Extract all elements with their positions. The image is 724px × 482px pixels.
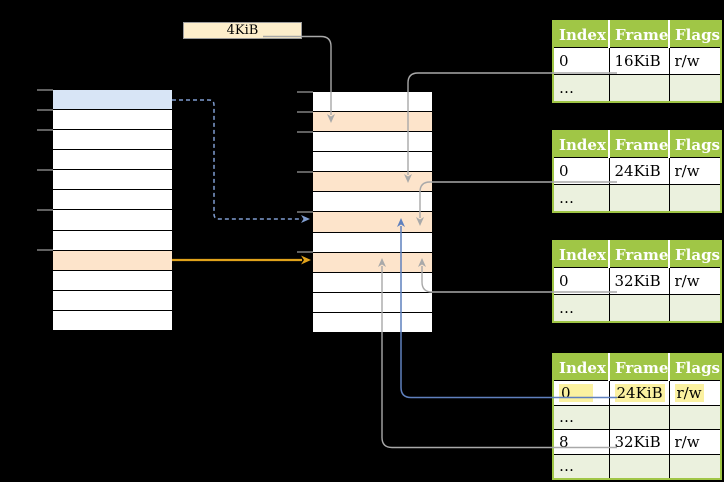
table-cell <box>608 404 670 430</box>
table-cell: r/w <box>668 429 722 455</box>
table-cell <box>668 404 722 430</box>
memory-cell-peach <box>313 252 432 273</box>
table-cell <box>668 294 722 323</box>
memory-cell <box>53 270 172 291</box>
arrow-virtual-page-to-entry-dashed <box>172 99 310 223</box>
memory-cell-peach <box>53 250 172 271</box>
table-header-flags: Flags <box>669 241 721 268</box>
table-cell: r/w <box>668 157 722 185</box>
table-cell: 0 <box>552 157 610 185</box>
table-header-index: Index <box>553 354 610 381</box>
table-header-index: Index <box>553 21 610 48</box>
table-row: … <box>552 184 722 213</box>
memory-cell <box>53 290 172 311</box>
table-cell: 8 <box>552 429 610 455</box>
highlighted-value: 24KiB <box>614 383 665 402</box>
table-cell: 0 <box>552 267 610 295</box>
table-row: … <box>552 74 722 103</box>
table-header-flags: Flags <box>669 131 721 158</box>
table-cell: r/w <box>668 267 722 295</box>
table-header-index: Index <box>553 241 610 268</box>
memory-cell <box>313 232 432 253</box>
table-header-frame: Frame <box>609 21 670 48</box>
memory-cell <box>53 130 172 151</box>
table-cell: 32KiB <box>608 429 670 455</box>
table-header-frame: Frame <box>609 241 670 268</box>
table-cell: … <box>552 404 610 430</box>
table-cell: r/w <box>668 47 722 75</box>
memory-cell-peach <box>313 172 432 193</box>
table-cell: … <box>552 294 610 323</box>
memory-cell <box>313 272 432 293</box>
table-cell: 0 <box>552 380 610 406</box>
highlighted-value: r/w <box>674 383 704 402</box>
physical-memory-column <box>311 90 434 334</box>
memory-cell-blue <box>53 90 172 111</box>
table-header-flags: Flags <box>669 354 721 381</box>
memory-cell <box>313 152 432 173</box>
table-cell: r/w <box>668 380 722 406</box>
page-size-label: 4KiB <box>183 22 302 39</box>
table-cell: … <box>552 74 610 103</box>
table-row: … <box>552 453 722 480</box>
memory-cell <box>53 230 172 251</box>
table-row: … <box>552 404 722 430</box>
table-cell <box>608 184 670 213</box>
table-header-index: Index <box>553 131 610 158</box>
table-cell: 32KiB <box>608 267 670 295</box>
memory-cell <box>313 312 432 332</box>
table-header-frame: Frame <box>609 354 670 381</box>
memory-cell <box>313 292 432 313</box>
table-cell <box>668 184 722 213</box>
memory-cell-peach <box>313 212 432 233</box>
table-cell <box>608 74 670 103</box>
memory-cell <box>53 190 172 211</box>
table-cell: 24KiB <box>608 380 670 406</box>
table-cell: 16KiB <box>608 47 670 75</box>
memory-cell <box>53 150 172 171</box>
table-cell <box>668 453 722 480</box>
table-cell <box>608 453 670 480</box>
highlighted-value: 0 <box>559 383 593 402</box>
table-cell <box>668 74 722 103</box>
memory-cell <box>53 170 172 191</box>
memory-cell <box>313 92 432 113</box>
memory-cell <box>313 132 432 153</box>
memory-cell <box>53 210 172 231</box>
virtual-memory-column <box>51 88 174 332</box>
table-cell: … <box>552 184 610 213</box>
table-cell: 24KiB <box>608 157 670 185</box>
memory-cell <box>53 310 172 330</box>
table-row: 0 24KiB r/w <box>552 380 722 406</box>
table-cell: 0 <box>552 47 610 75</box>
memory-cell <box>313 192 432 213</box>
memory-cell-peach <box>313 112 432 133</box>
table-header-frame: Frame <box>609 131 670 158</box>
table-cell: … <box>552 453 610 480</box>
table-header-flags: Flags <box>669 21 721 48</box>
table-cell <box>608 294 670 323</box>
table-row: … <box>552 294 722 323</box>
memory-cell <box>53 110 172 131</box>
